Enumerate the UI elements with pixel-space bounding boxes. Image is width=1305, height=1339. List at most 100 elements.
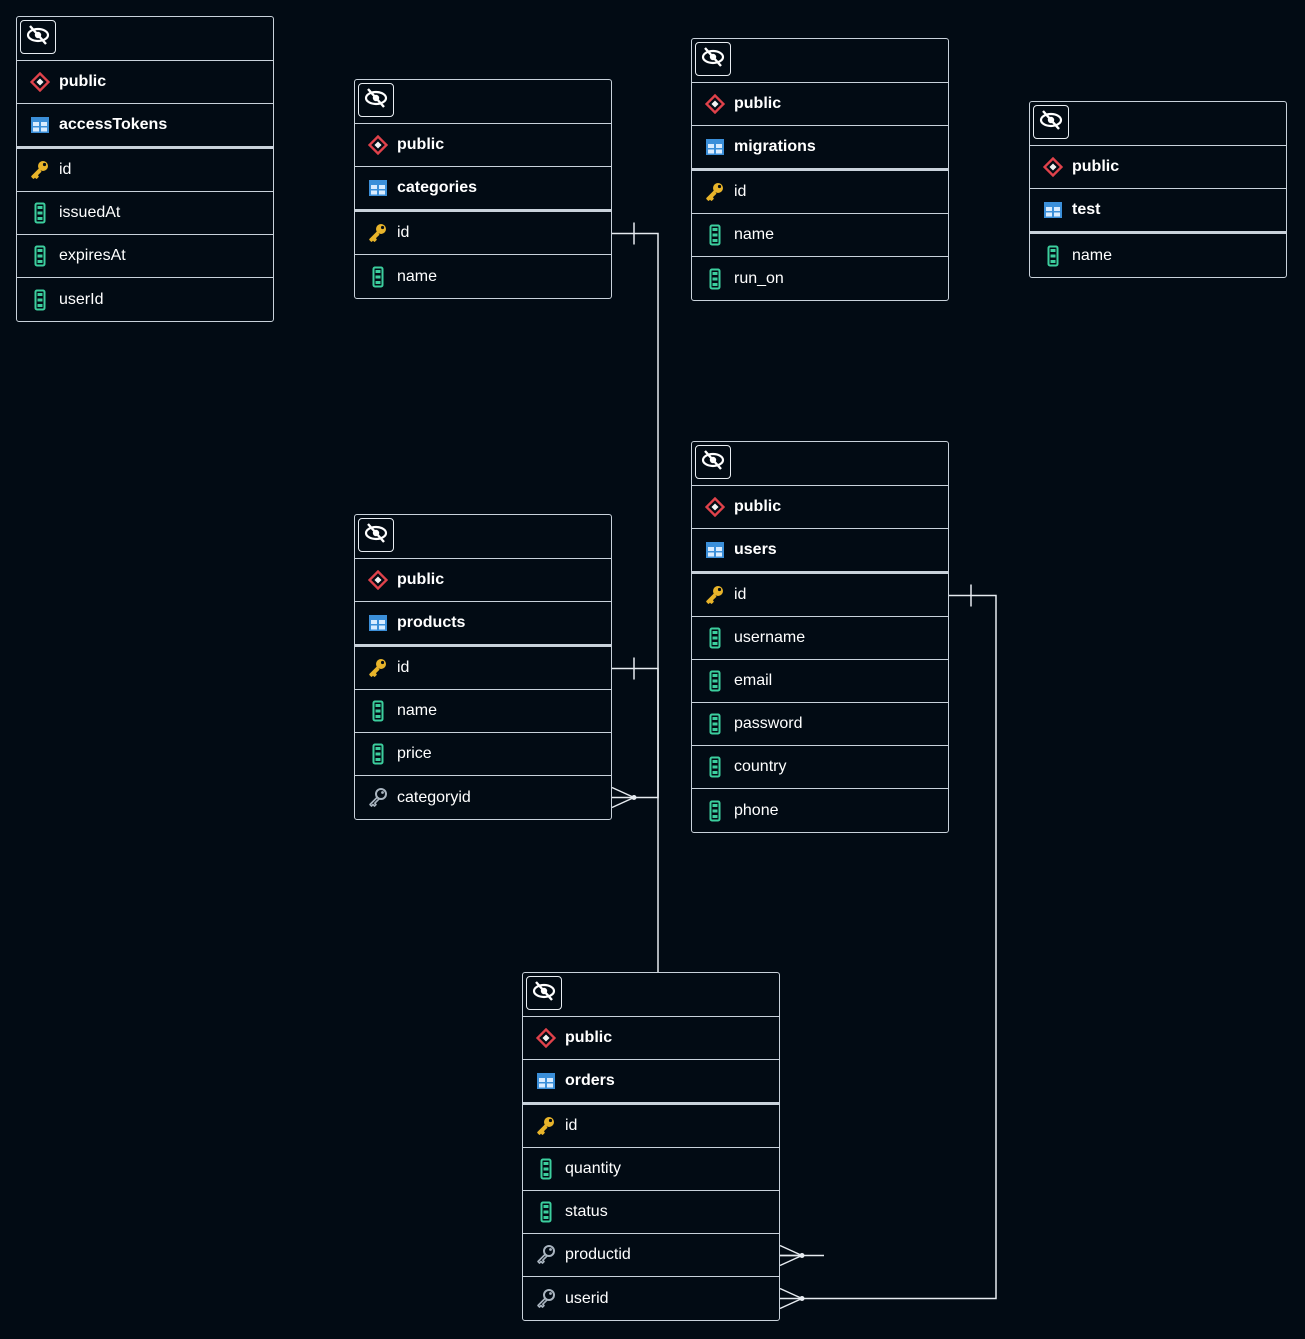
column-row-email[interactable]: email [692, 660, 948, 703]
schema-row[interactable]: public [355, 124, 611, 167]
table-test[interactable]: public test name [1029, 101, 1287, 278]
column-icon [535, 1201, 557, 1223]
column-row-country[interactable]: country [692, 746, 948, 789]
schema-row-label: public [565, 1029, 613, 1046]
table-name-row-label: test [1072, 201, 1101, 218]
column-row-categoryid[interactable]: categoryid [355, 776, 611, 819]
table-name-row[interactable]: products [355, 602, 611, 647]
primary-key-icon [367, 657, 389, 679]
eye-off-icon [1039, 109, 1063, 136]
column-row-name-label: name [734, 226, 775, 243]
primary-key-icon [535, 1115, 557, 1137]
table-migrations[interactable]: public migrations id name run_on [691, 38, 949, 301]
column-row-id-label: id [565, 1117, 578, 1134]
table-name-row[interactable]: orders [523, 1060, 779, 1105]
column-row-productid[interactable]: productid [523, 1234, 779, 1277]
column-row-id[interactable]: id [355, 647, 611, 690]
column-row-id[interactable]: id [692, 171, 948, 214]
primary-key-icon [29, 159, 51, 181]
visibility-toggle-button[interactable] [358, 518, 394, 552]
schema-row[interactable]: public [692, 486, 948, 529]
column-icon [29, 245, 51, 267]
column-icon [535, 1158, 557, 1180]
column-row-id[interactable]: id [692, 574, 948, 617]
column-icon [367, 266, 389, 288]
relation-categories-products [612, 232, 659, 799]
visibility-toggle-button[interactable] [20, 20, 56, 54]
schema-row[interactable]: public [692, 83, 948, 126]
table-name-row-label: migrations [734, 138, 816, 155]
column-row-id-label: id [59, 161, 72, 178]
table-grid-icon [704, 539, 726, 561]
table-name-row[interactable]: test [1030, 189, 1286, 234]
column-row-expiresAt-label: expiresAt [59, 247, 126, 264]
table-name-row-label: accessTokens [59, 116, 168, 133]
schema-diamond-icon [367, 569, 389, 591]
table-grid-icon [535, 1070, 557, 1092]
schema-diamond-icon [704, 93, 726, 115]
table-name-row[interactable]: users [692, 529, 948, 574]
table-name-row[interactable]: migrations [692, 126, 948, 171]
table-name-row-label: users [734, 541, 777, 558]
column-row-userId[interactable]: userId [17, 278, 273, 321]
column-row-name[interactable]: name [1030, 234, 1286, 277]
column-icon [704, 756, 726, 778]
eye-off-icon [364, 87, 388, 114]
primary-key-icon [367, 222, 389, 244]
visibility-toggle-button[interactable] [695, 445, 731, 479]
schema-row[interactable]: public [1030, 146, 1286, 189]
table-header [692, 39, 948, 83]
schema-row-label: public [59, 73, 107, 90]
column-row-id-label: id [397, 659, 410, 676]
schema-diamond-icon [367, 134, 389, 156]
schema-diamond-icon [535, 1027, 557, 1049]
column-row-userid[interactable]: userid [523, 1277, 779, 1320]
schema-row-label: public [1072, 158, 1120, 175]
column-row-quantity[interactable]: quantity [523, 1148, 779, 1191]
visibility-toggle-button[interactable] [526, 976, 562, 1010]
column-row-id-label: id [397, 224, 410, 241]
table-name-row[interactable]: categories [355, 167, 611, 212]
column-row-username[interactable]: username [692, 617, 948, 660]
table-header [692, 442, 948, 486]
visibility-toggle-button[interactable] [358, 83, 394, 117]
schema-row[interactable]: public [17, 61, 273, 104]
column-row-id-label: id [734, 586, 747, 603]
visibility-toggle-button[interactable] [695, 42, 731, 76]
table-accessTokens[interactable]: public accessTokens id issuedAt expiresAt use… [16, 16, 274, 322]
visibility-toggle-button[interactable] [1033, 105, 1069, 139]
schema-row[interactable]: public [523, 1017, 779, 1060]
column-row-price[interactable]: price [355, 733, 611, 776]
many-cardinality-marker [779, 1244, 803, 1257]
column-row-id[interactable]: id [17, 149, 273, 192]
column-icon [1042, 245, 1064, 267]
table-grid-icon [29, 114, 51, 136]
table-name-row[interactable]: accessTokens [17, 104, 273, 149]
schema-row-label: public [734, 95, 782, 112]
column-row-id-label: id [734, 183, 747, 200]
column-row-productid-label: productid [565, 1246, 631, 1263]
column-row-name-label: name [397, 702, 438, 719]
column-row-run_on[interactable]: run_on [692, 257, 948, 300]
column-row-name[interactable]: name [355, 255, 611, 298]
column-row-id[interactable]: id [523, 1105, 779, 1148]
column-row-password[interactable]: password [692, 703, 948, 746]
table-name-row-label: orders [565, 1072, 615, 1089]
column-row-id[interactable]: id [355, 212, 611, 255]
column-row-expiresAt[interactable]: expiresAt [17, 235, 273, 278]
column-row-phone[interactable]: phone [692, 789, 948, 832]
many-cardinality-marker [779, 1297, 803, 1310]
column-row-name[interactable]: name [355, 690, 611, 733]
schema-row[interactable]: public [355, 559, 611, 602]
schema-row-label: public [397, 571, 445, 588]
many-cardinality-marker [611, 796, 635, 809]
column-icon [704, 627, 726, 649]
column-row-name[interactable]: name [692, 214, 948, 257]
column-row-issuedAt[interactable]: issuedAt [17, 192, 273, 235]
column-row-status[interactable]: status [523, 1191, 779, 1234]
